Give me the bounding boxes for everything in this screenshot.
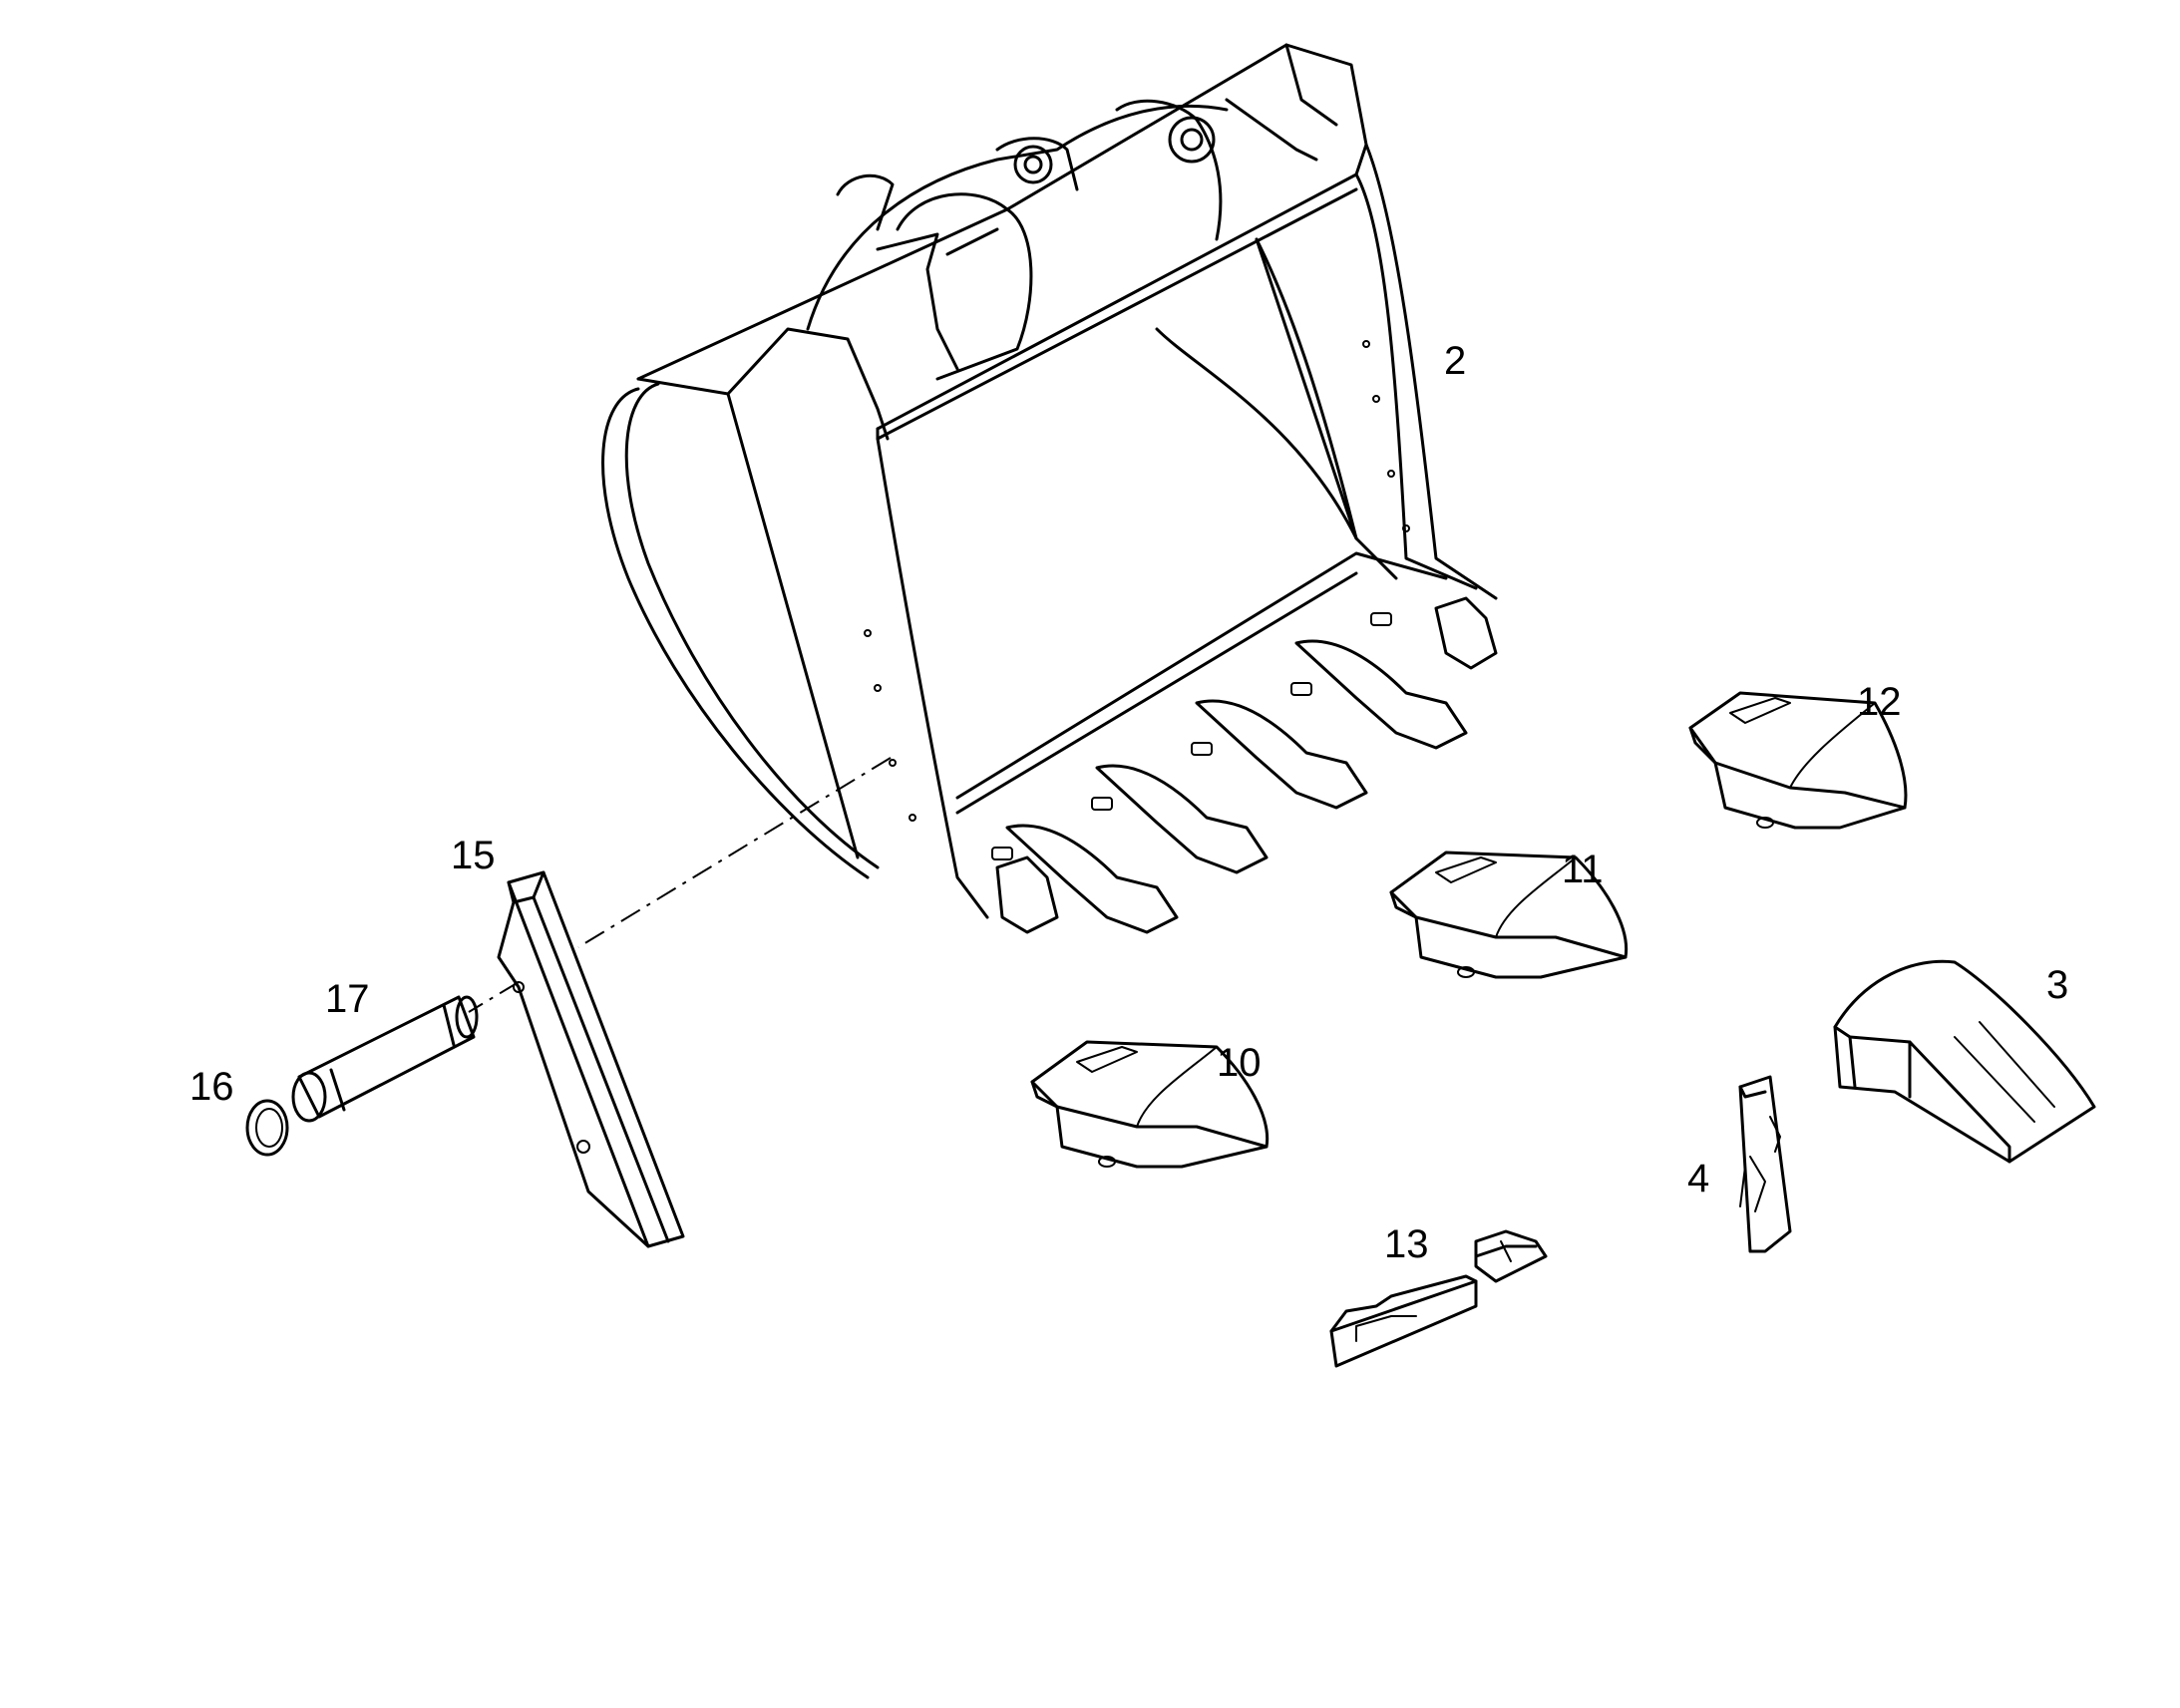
part-15-side-cutter [497, 870, 685, 1248]
callout-2: 2 [1444, 339, 1467, 383]
part-3-chisel-tooth [1833, 959, 2096, 1164]
bucket-tooth-adapters [991, 596, 1498, 934]
callout-16: 16 [189, 1065, 234, 1109]
part-12-tooth [1688, 691, 1908, 830]
callout-10: 10 [1217, 1041, 1262, 1085]
part-2-bucket [601, 43, 1498, 934]
assembly-axis-line [577, 757, 892, 948]
callout-13: 13 [1384, 1222, 1429, 1266]
callout-17: 17 [325, 977, 370, 1021]
part-4-lock-pin [1738, 1075, 1792, 1253]
callout-11: 11 [1562, 848, 1604, 891]
part-13-retainer-set [1329, 1229, 1548, 1368]
callout-15: 15 [451, 834, 496, 877]
callout-4: 4 [1687, 1157, 1710, 1200]
callout-12: 12 [1857, 680, 1902, 724]
part-11-tooth [1389, 851, 1629, 979]
part-10-tooth [1030, 1040, 1270, 1169]
part-17-pin [291, 995, 479, 1123]
part-16-retaining-ring [245, 1099, 289, 1157]
assembly-axis-line-pin [468, 981, 520, 1013]
callout-3: 3 [2046, 963, 2069, 1007]
